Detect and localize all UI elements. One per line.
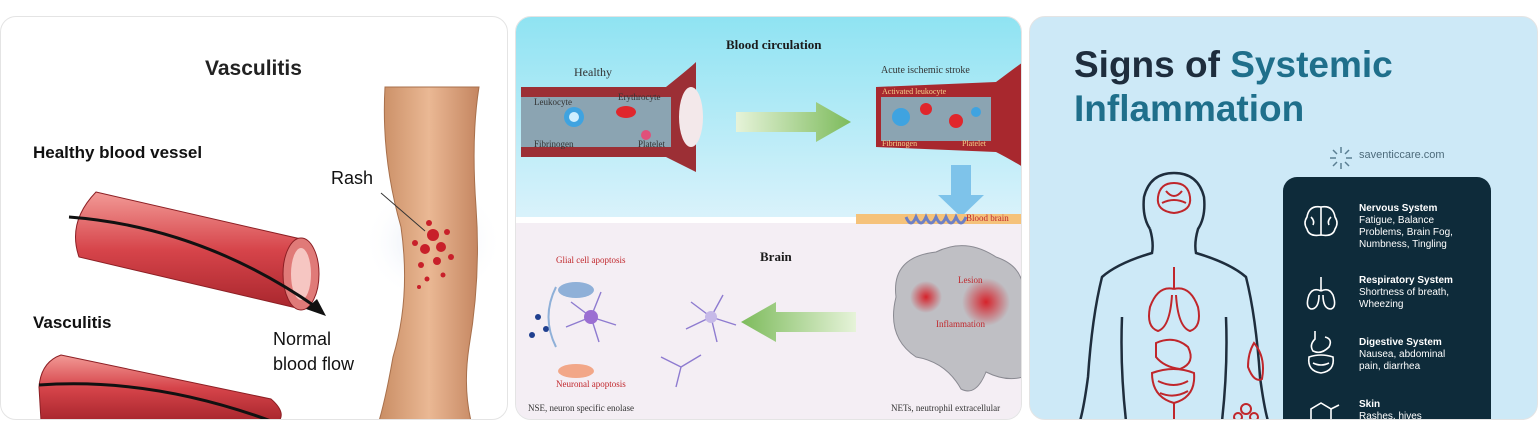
system-name: Skin xyxy=(1359,399,1381,410)
infographic-title: Signs of Systemic Inflammation xyxy=(1074,43,1514,131)
card-title: Blood circulation xyxy=(726,37,822,52)
circulation-illustration xyxy=(516,17,1021,419)
nets-footnote: NETs, neutrophil extracellular xyxy=(891,403,1001,413)
system-symptom: Fatigue, Balance xyxy=(1359,215,1435,226)
title-part1: Signs of xyxy=(1074,44,1231,85)
flow-label-line1: Normal xyxy=(273,329,332,349)
platelet2-label: Platelet xyxy=(962,139,986,148)
image-result-vasculitis[interactable]: Vasculitis Healthy blood vessel Vasculit… xyxy=(0,16,508,420)
system-name: Nervous System xyxy=(1359,203,1438,214)
symptoms-panel: Nervous System Fatigue, Balance Problems… xyxy=(1283,177,1491,420)
system-symptom: Nausea, abdominal xyxy=(1359,349,1446,360)
system-symptom: Numbness, Tingling xyxy=(1359,239,1447,250)
leukocyte-label: Leukocyte xyxy=(534,97,572,107)
system-symptom: pain, diarrhea xyxy=(1359,361,1421,372)
image-result-systemic-inflammation[interactable]: Signs of Systemic Inflammation saventicc… xyxy=(1029,16,1538,420)
fibrinogen-label: Fibrinogen xyxy=(534,139,574,149)
glial-label: Glial cell apoptosis xyxy=(556,255,626,265)
inflammation-label: Inflammation xyxy=(936,319,985,329)
healthy-label: Healthy xyxy=(574,65,612,79)
system-symptom: Shortness of breath, xyxy=(1359,287,1450,298)
platelet-label: Platelet xyxy=(638,139,665,149)
healthy-vessel-label: Healthy blood vessel xyxy=(33,143,203,162)
lesion-label: Lesion xyxy=(958,275,983,285)
rash-label: Rash xyxy=(331,168,374,188)
brain-heading: Brain xyxy=(760,249,792,264)
nse-footnote: NSE, neuron specific enolase xyxy=(528,403,634,413)
system-symptom: Rashes, hives xyxy=(1359,411,1422,420)
fibrinogen2-label: Fibrinogen xyxy=(882,139,918,148)
activated-leukocyte-label: Activated leukocyte xyxy=(882,87,947,96)
card-title: Vasculitis xyxy=(205,57,302,80)
brain-icon xyxy=(1304,205,1338,237)
vasculitis-illustration xyxy=(38,86,503,419)
system-skin: Skin Rashes, hives xyxy=(1359,399,1489,420)
title-part3: Inflammation xyxy=(1074,88,1305,129)
image-result-blood-circulation[interactable]: Blood circulation Healthy Acute ischemic… xyxy=(515,16,1022,420)
neuronal-label: Neuronal apoptosis xyxy=(556,379,626,389)
flow-label-line2: blood flow xyxy=(273,354,355,374)
body-outline-illustration xyxy=(1079,171,1269,419)
system-digestive: Digestive System Nausea, abdominal pain,… xyxy=(1359,337,1489,373)
barrier-label: Blood brain xyxy=(966,213,1009,223)
molecule-icon xyxy=(1310,402,1340,419)
system-name: Digestive System xyxy=(1359,337,1442,348)
brand-label: saventiccare.com xyxy=(1359,149,1445,161)
erythrocyte-label: Erythrocyte xyxy=(618,92,661,102)
title-part2: Systemic xyxy=(1230,44,1393,85)
system-name: Respiratory System xyxy=(1359,275,1453,286)
sparkle-logo-icon xyxy=(1330,147,1352,169)
system-symptom: Wheezing xyxy=(1359,299,1404,310)
vasculitis-label: Vasculitis xyxy=(33,313,112,332)
system-respiratory: Respiratory System Shortness of breath, … xyxy=(1359,275,1489,311)
stomach-icon xyxy=(1307,331,1335,374)
lungs-icon xyxy=(1306,277,1336,310)
stroke-label: Acute ischemic stroke xyxy=(881,65,970,76)
system-symptom: Problems, Brain Fog, xyxy=(1359,227,1453,238)
system-nervous: Nervous System Fatigue, Balance Problems… xyxy=(1359,203,1489,251)
